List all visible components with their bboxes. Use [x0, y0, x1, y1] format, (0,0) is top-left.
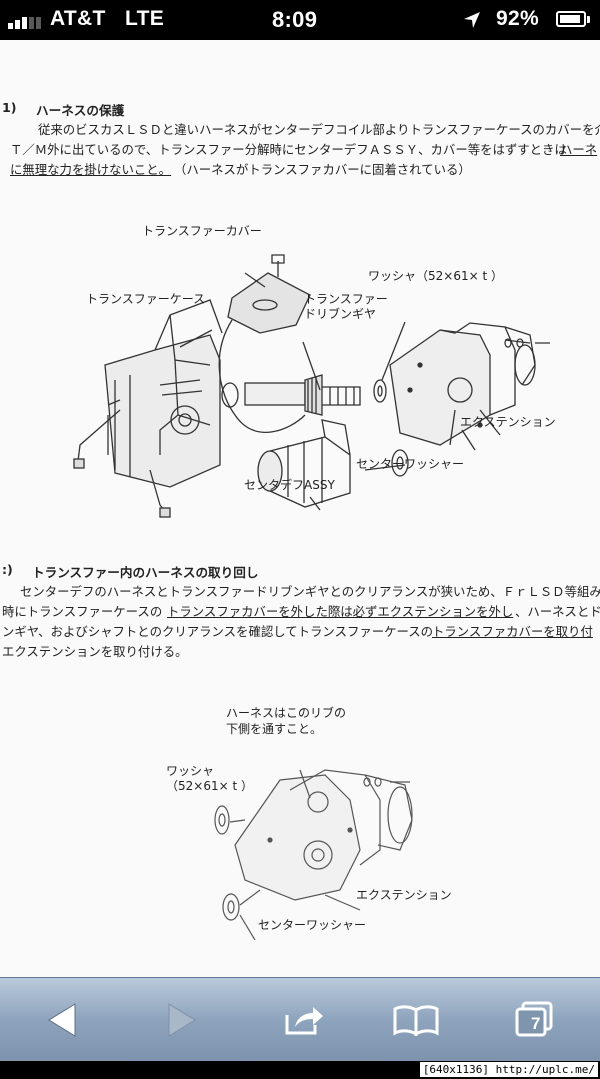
forward-button[interactable]: [142, 978, 222, 1062]
transfer-exploded-diagram: [73, 254, 550, 518]
forward-arrow-icon: [168, 1003, 196, 1037]
label-center-washer: センターワッシャー: [356, 457, 465, 471]
share-button[interactable]: [263, 978, 343, 1062]
section1-line3a: に無理な力を掛けないこと。: [10, 162, 172, 177]
location-arrow-icon: [464, 12, 480, 28]
section2-line2b: トランスファカバーを外した際は必ずエクステンションを外し: [167, 604, 514, 619]
bookmarks-button[interactable]: [376, 978, 456, 1062]
share-icon: [285, 1007, 323, 1035]
status-bar: AT&T LTE 8:09 92%: [0, 0, 600, 40]
section2-line3b: トランスファカバーを取り付: [432, 624, 593, 639]
carrier-name: AT&T: [50, 7, 106, 30]
section1-line2b: ハーネ: [560, 142, 598, 157]
section1-line3b: （ハーネスがトランスファカバーに固着されている）: [174, 162, 471, 177]
label-center-washer-2: センターワッシャー: [258, 918, 367, 932]
section1-heading: ハーネスの保護: [36, 103, 125, 118]
label-driven-gear-2: ドリブンギヤ: [304, 307, 377, 321]
tab-count: 7: [531, 1014, 541, 1033]
battery-percent: 92%: [496, 7, 539, 30]
tabs-icon: [515, 1001, 553, 1037]
section1-line2a: Ｔ／Ｍ外に出ているので、トランスファー分解時にセンターデフＡＳＳＹ、カバー等をは…: [10, 142, 567, 157]
watermark-tag: [640x1136] http://uplc.me/: [419, 1062, 598, 1077]
document-page[interactable]: 1) ハーネスの保護 従来のビスカスＬＳＤと違いハーネスがセンターデフコイル部よ…: [0, 40, 600, 977]
back-arrow-icon: [48, 1003, 76, 1037]
section2-line2a: 時にトランスファーケースの: [2, 604, 163, 619]
label-washer-2-b: （52×61× t ）: [166, 779, 253, 793]
label-driven-gear-1: トランスファー: [304, 292, 388, 306]
back-button[interactable]: [22, 978, 102, 1062]
screenshot-footer: [640x1136] http://uplc.me/: [0, 1061, 600, 1079]
clock: 8:09: [272, 7, 318, 32]
extension-harness-diagram: [214, 769, 413, 940]
section1-line1: 従来のビスカスＬＳＤと違いハーネスがセンターデフコイル部よりトランスファーケース…: [38, 122, 600, 137]
section2-line3a: ンギヤ、およびシャフトとのクリアランスを確認してトランスファーケースの: [2, 624, 434, 639]
label-extension-2: エクステンション: [356, 888, 452, 902]
label-transfer-cover: トランスファーカバー: [142, 224, 262, 238]
label-center-diff-assy: センタデフASSY: [244, 478, 335, 492]
label-washer-2-a: ワッシャ: [166, 764, 215, 778]
battery-tip: [587, 16, 590, 23]
section1-number: 1): [2, 100, 17, 115]
browser-toolbar: 7: [0, 977, 600, 1062]
label-transfer-case: トランスファーケース: [86, 292, 206, 306]
section2-line2c: 、ハーネスとド: [515, 604, 600, 619]
label-rib-note-2: 下側を通すこと。: [226, 722, 323, 736]
tabs-button[interactable]: 7: [495, 978, 575, 1062]
section2-number: :): [2, 562, 13, 577]
book-icon: [393, 1005, 439, 1036]
section2-heading: トランスファー内のハーネスの取り回し: [32, 565, 259, 580]
section2-line1: センターデフのハーネスとトランスファードリブンギヤとのクリアランスが狭いため、Ｆ…: [20, 584, 600, 599]
network-type: LTE: [125, 7, 165, 30]
battery-icon: [556, 11, 586, 27]
section2-line4: エクステンションを取り付ける。: [2, 644, 188, 659]
label-washer: ワッシャ（52×61× t ）: [368, 269, 503, 283]
label-rib-note-1: ハーネスはこのリブの: [226, 706, 347, 720]
signal-icon: [8, 11, 42, 29]
label-extension: エクステンション: [460, 415, 556, 429]
